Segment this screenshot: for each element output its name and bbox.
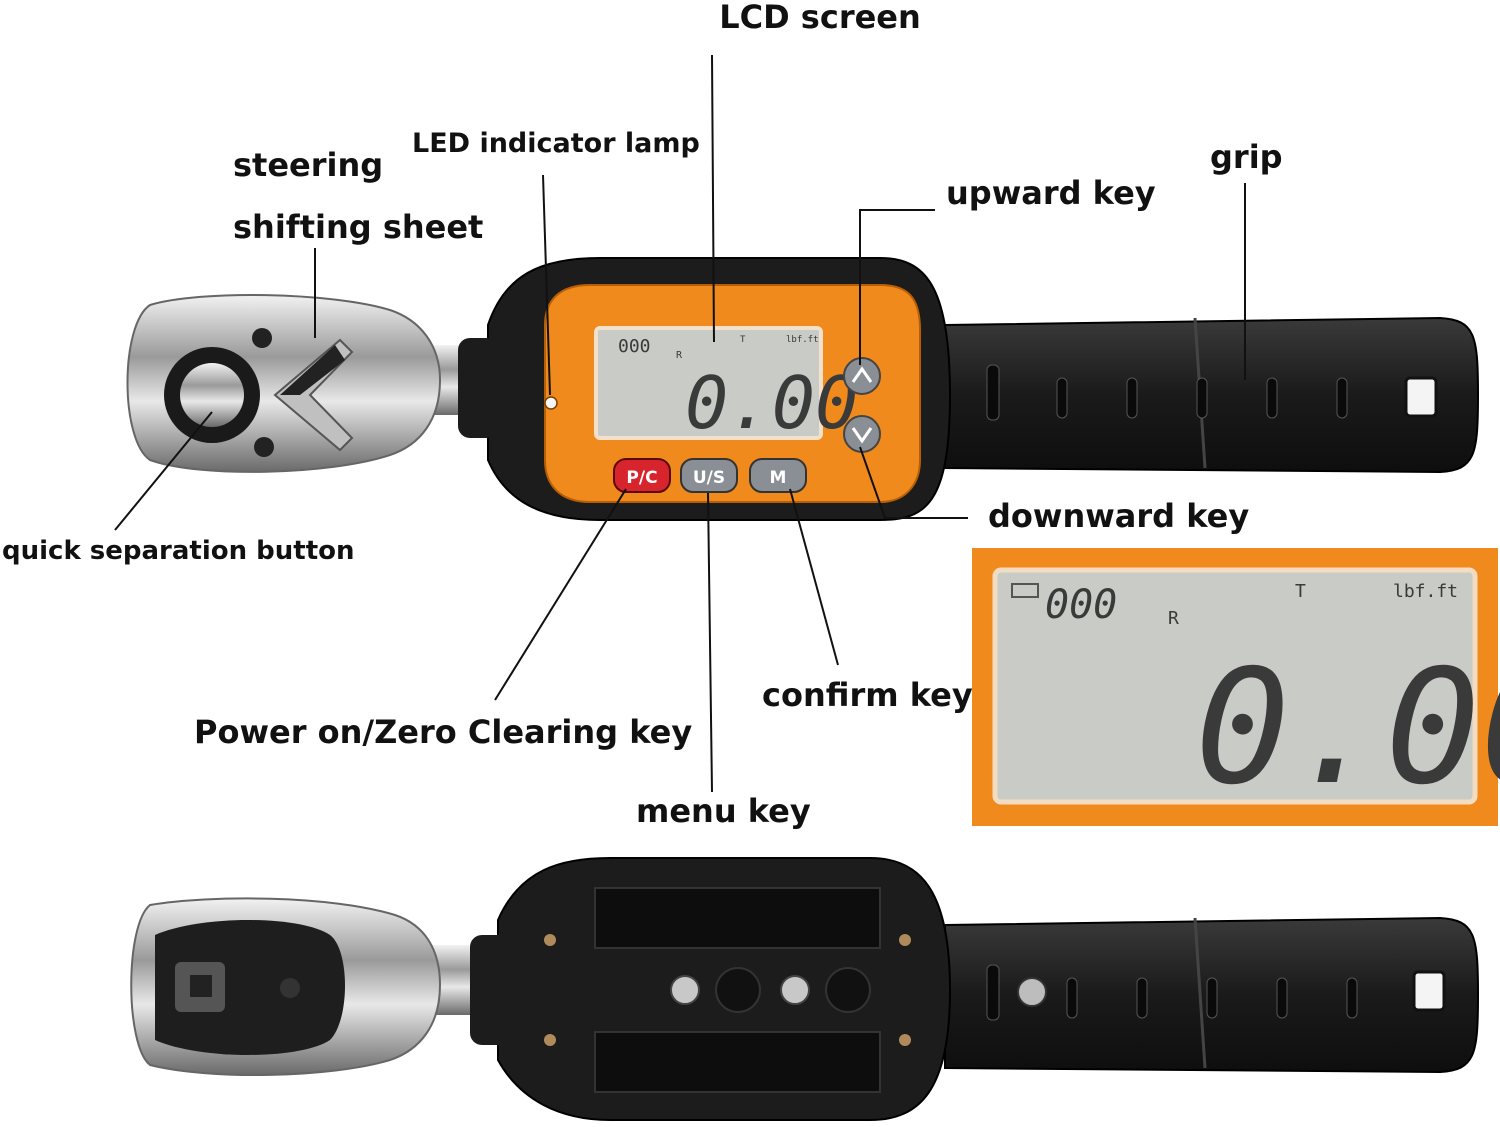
pc-key-label: P/C bbox=[626, 468, 657, 488]
closeup-r-indicator: R bbox=[1168, 608, 1179, 629]
label-shifting-sheet: shifting sheet bbox=[233, 208, 483, 246]
closeup-reading: 0.00 bbox=[1195, 636, 1500, 820]
battery-icon bbox=[1011, 583, 1039, 598]
label-confirm-key: confirm key bbox=[762, 676, 973, 714]
label-downward-key: downward key bbox=[988, 497, 1249, 535]
chevron-up-icon bbox=[851, 366, 873, 383]
wrench-front-view: 000 R T lbf.ft 0.00 P/C U/S M bbox=[126, 257, 1480, 521]
lcd-unit: lbf.ft bbox=[786, 335, 819, 345]
label-menu-key: menu key bbox=[636, 792, 811, 830]
battery-slot-bottom bbox=[594, 1031, 881, 1093]
lcd-counter: 000 bbox=[618, 336, 651, 357]
closeup-counter: 000 bbox=[1045, 582, 1117, 628]
confirm-key[interactable]: M bbox=[749, 458, 807, 493]
label-led-indicator-lamp: LED indicator lamp bbox=[412, 128, 700, 159]
downward-key[interactable] bbox=[843, 415, 881, 453]
lcd-reading: 0.00 bbox=[685, 361, 858, 445]
m-key-label: M bbox=[770, 468, 787, 488]
callout-lines bbox=[114, 54, 1246, 793]
label-power-zero-clearing-key: Power on/Zero Clearing key bbox=[194, 713, 692, 751]
menu-key[interactable]: U/S bbox=[680, 458, 738, 493]
lcd-r-indicator: R bbox=[676, 350, 683, 361]
label-quick-separation-button: quick separation button bbox=[2, 536, 355, 566]
label-grip: grip bbox=[1210, 138, 1283, 176]
led-indicator-lamp bbox=[544, 396, 558, 410]
shifting-sheet[interactable] bbox=[280, 345, 345, 395]
upward-key[interactable] bbox=[843, 357, 881, 395]
quick-separation-button[interactable] bbox=[180, 363, 244, 427]
us-key-label: U/S bbox=[693, 468, 725, 488]
label-steering: steering bbox=[233, 146, 383, 184]
grip bbox=[944, 316, 1480, 474]
ratchet-head bbox=[126, 293, 500, 473]
lcd-closeup: 000 R T lbf.ft 0.00 bbox=[972, 548, 1500, 826]
power-zero-clearing-key[interactable]: P/C bbox=[613, 458, 671, 493]
lcd-t-indicator: T bbox=[740, 335, 746, 345]
chevron-down-icon bbox=[851, 427, 873, 444]
label-lcd-screen: LCD screen bbox=[719, 0, 921, 36]
label-upward-key: upward key bbox=[946, 174, 1156, 212]
wrench-back-view bbox=[130, 857, 1480, 1121]
closeup-t-indicator: T bbox=[1295, 581, 1306, 602]
battery-slot-top bbox=[594, 887, 881, 949]
lcd-screen: 000 R T lbf.ft 0.00 bbox=[594, 326, 858, 445]
closeup-unit: lbf.ft bbox=[1393, 581, 1458, 602]
